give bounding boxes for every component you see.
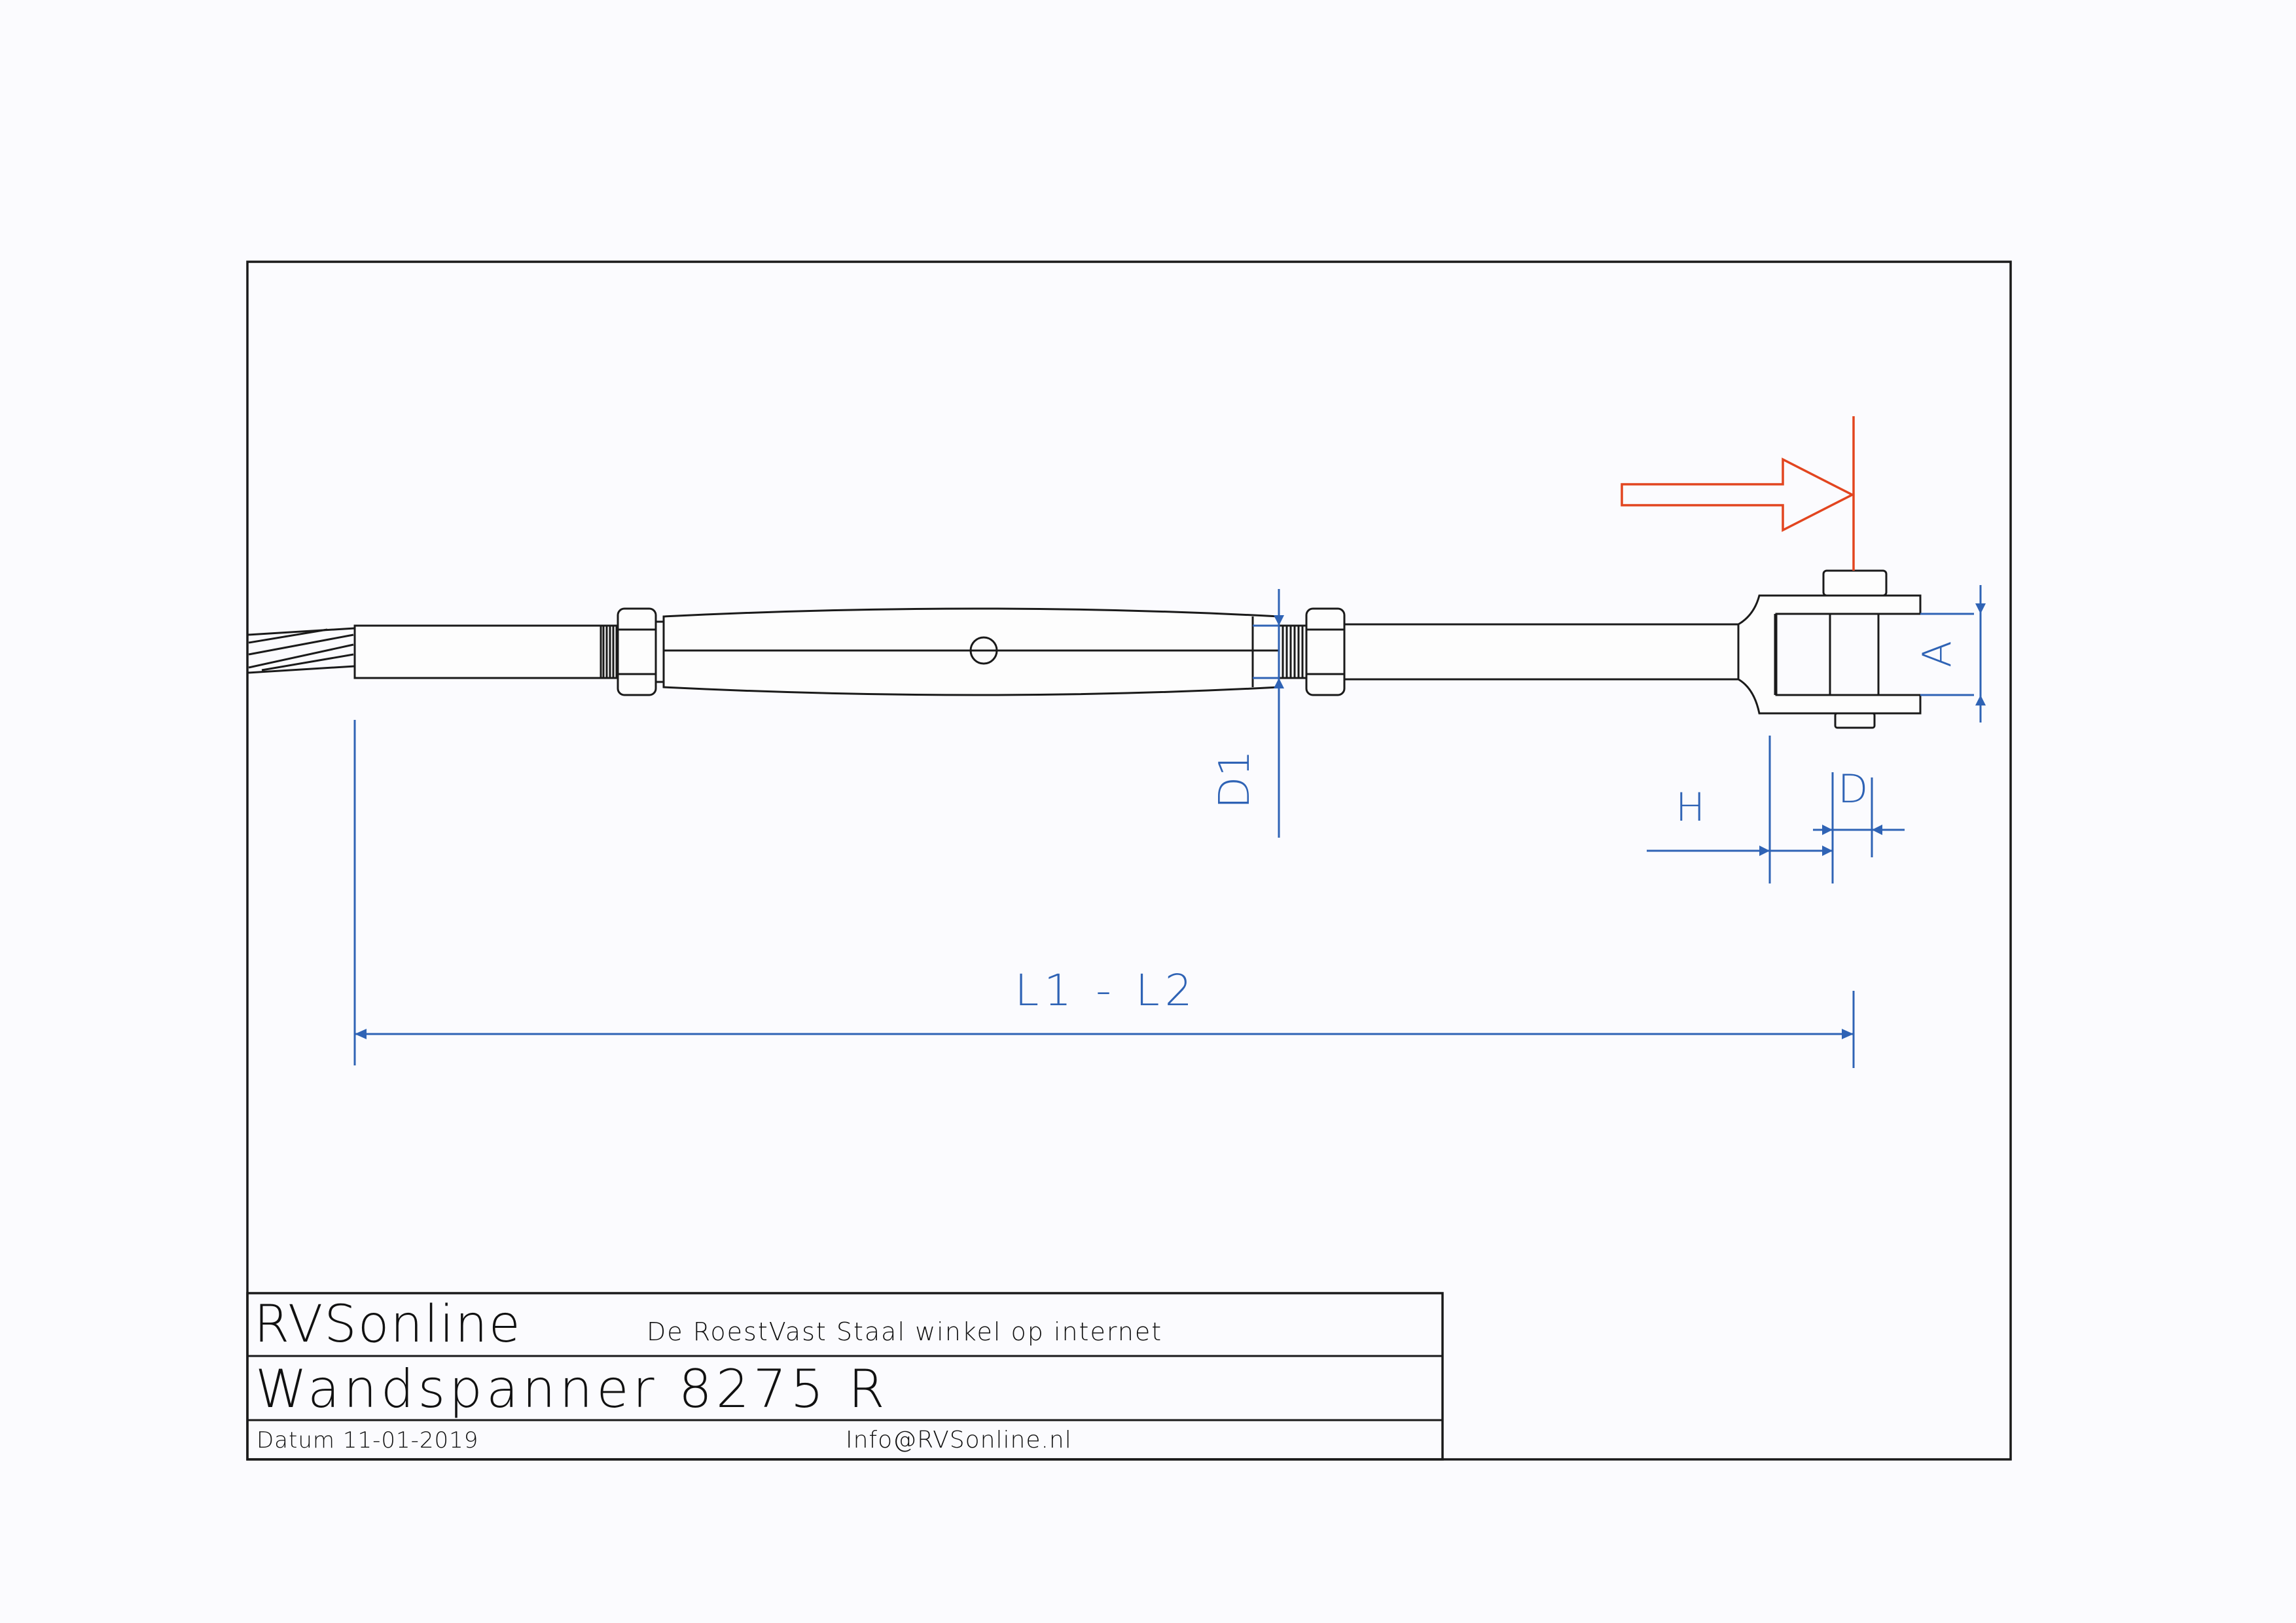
product-name: Wandspanner 8275 R <box>255 1359 889 1419</box>
company-name: RVSonline <box>254 1295 522 1354</box>
label-d1: D1 <box>1211 750 1259 809</box>
right-lock-nut <box>1305 607 1346 696</box>
title-block: RVSonline De RoestVast Staal winkel op i… <box>246 1292 1444 1461</box>
left-thread <box>600 624 619 679</box>
left-lock-nut <box>617 607 657 696</box>
dimension-length <box>353 720 1855 1068</box>
turnbuckle-body <box>662 607 1280 696</box>
body-hole <box>969 636 998 665</box>
label-a: A <box>1914 641 1960 668</box>
fork-rod <box>1343 623 1740 681</box>
label-length: L1 - L2 <box>1014 965 1197 1016</box>
turnbuckle-drawing <box>247 569 1922 729</box>
drawing-date: Datum 11-01-2019 <box>257 1427 478 1454</box>
label-d: D <box>1838 766 1868 812</box>
company-tagline: De RoestVast Staal winkel op internet <box>647 1317 1162 1346</box>
right-thread <box>1278 624 1308 679</box>
label-h: H <box>1676 785 1705 830</box>
dimension-d1 <box>1253 589 1284 838</box>
indicator-arrow <box>1621 416 1855 571</box>
contact-email: Info@RVSonline.nl <box>846 1427 1072 1454</box>
swage-sleeve <box>353 624 602 679</box>
fork-jaw <box>1737 569 1922 729</box>
drawing-frame <box>246 260 2012 1461</box>
dimension-lines: D1 A H D <box>353 585 1986 1068</box>
dimension-a <box>1920 585 1986 722</box>
dimension-h-d <box>1647 736 1905 883</box>
wire-rope <box>247 627 355 674</box>
